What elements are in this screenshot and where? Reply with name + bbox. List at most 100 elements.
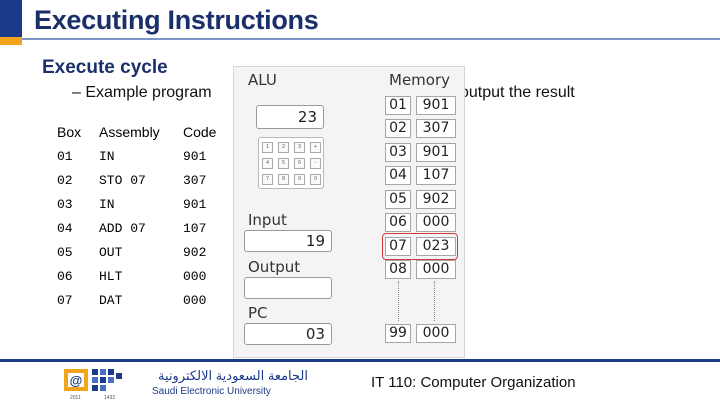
column-header-assembly: Assembly bbox=[99, 124, 160, 140]
memory-value[interactable]: 901 bbox=[416, 143, 456, 162]
memory-row: 07 023 bbox=[385, 237, 459, 256]
logo-year-gregorian: 2011 bbox=[70, 395, 81, 401]
cell-box: 06 bbox=[57, 268, 73, 284]
svg-text:@: @ bbox=[70, 373, 83, 388]
memory-label: Memory bbox=[389, 71, 451, 89]
output-display bbox=[244, 277, 332, 299]
pc-display: 03 bbox=[244, 323, 332, 345]
university-name-arabic: الجامعة السعودية الالكترونية bbox=[158, 368, 308, 383]
memory-address: 06 bbox=[385, 213, 411, 232]
footer-divider bbox=[0, 359, 720, 362]
table-row: 07 DAT 000 bbox=[57, 288, 233, 312]
university-name-english: Saudi Electronic University bbox=[152, 386, 271, 397]
table-row: 05 OUT 902 bbox=[57, 240, 233, 264]
keypad-key[interactable]: 2 bbox=[278, 142, 289, 153]
memory-address: 01 bbox=[385, 96, 411, 115]
cell-code: 307 bbox=[183, 172, 207, 188]
cell-assembly: IN bbox=[99, 196, 115, 212]
memory-ellipsis bbox=[398, 281, 399, 321]
slide-title: Executing Instructions bbox=[34, 5, 319, 35]
keypad-key[interactable]: 9 bbox=[294, 174, 305, 185]
cell-box: 04 bbox=[57, 220, 73, 236]
cell-box: 02 bbox=[57, 172, 73, 188]
section-subheading-right: output the result bbox=[460, 84, 575, 101]
cell-code: 901 bbox=[183, 196, 207, 212]
table-header-row: Box Assembly Code bbox=[57, 120, 233, 144]
memory-value[interactable]: 023 bbox=[416, 237, 456, 256]
cell-code: 902 bbox=[183, 244, 207, 260]
memory-address: 08 bbox=[385, 260, 411, 279]
memory-address: 02 bbox=[385, 119, 411, 138]
cell-code: 000 bbox=[183, 268, 207, 284]
memory-value[interactable]: 000 bbox=[416, 213, 456, 232]
keypad-key[interactable]: - bbox=[310, 158, 321, 169]
logo-year-hijri: 1432 bbox=[104, 395, 115, 401]
cell-assembly: ADD 07 bbox=[99, 220, 146, 236]
cell-code: 000 bbox=[183, 292, 207, 308]
table-row: 02 STO 07 307 bbox=[57, 168, 233, 192]
cell-assembly: STO 07 bbox=[99, 172, 146, 188]
alu-label: ALU bbox=[248, 71, 277, 89]
memory-value[interactable]: 000 bbox=[416, 324, 456, 343]
keypad: 1 2 3 + 4 5 6 - 7 8 9 0 bbox=[258, 137, 324, 189]
memory-row: 08 000 bbox=[385, 260, 459, 279]
memory-highlight-box bbox=[382, 233, 458, 260]
memory-value[interactable]: 901 bbox=[416, 96, 456, 115]
memory-ellipsis bbox=[434, 281, 435, 321]
keypad-key[interactable]: 6 bbox=[294, 158, 305, 169]
cell-assembly: OUT bbox=[99, 244, 123, 260]
memory-value[interactable]: 902 bbox=[416, 190, 456, 209]
memory-row: 99 000 bbox=[385, 324, 459, 343]
cell-box: 05 bbox=[57, 244, 73, 260]
cell-assembly: IN bbox=[99, 148, 115, 164]
course-title: IT 110: Computer Organization bbox=[371, 374, 576, 391]
cell-box: 03 bbox=[57, 196, 73, 212]
cell-code: 107 bbox=[183, 220, 207, 236]
title-accent-bar bbox=[0, 0, 22, 45]
cell-assembly: HLT bbox=[99, 268, 123, 284]
column-header-code: Code bbox=[183, 124, 217, 140]
cell-box: 01 bbox=[57, 148, 73, 164]
title-divider bbox=[22, 38, 720, 40]
keypad-key[interactable]: 0 bbox=[310, 174, 321, 185]
lmc-simulator-panel: ALU 23 1 2 3 + 4 5 6 - 7 8 9 0 Input 19 … bbox=[233, 66, 465, 358]
university-logo: @ 2011 1432 bbox=[64, 369, 122, 401]
output-label: Output bbox=[248, 258, 301, 276]
table-row: 04 ADD 07 107 bbox=[57, 216, 233, 240]
keypad-key[interactable]: 5 bbox=[278, 158, 289, 169]
keypad-key[interactable]: + bbox=[310, 142, 321, 153]
alu-display: 23 bbox=[256, 105, 324, 129]
memory-value[interactable]: 107 bbox=[416, 166, 456, 185]
keypad-key[interactable]: 8 bbox=[278, 174, 289, 185]
memory-address: 05 bbox=[385, 190, 411, 209]
memory-value[interactable]: 000 bbox=[416, 260, 456, 279]
cell-box: 07 bbox=[57, 292, 73, 308]
memory-address: 04 bbox=[385, 166, 411, 185]
memory-row: 01 901 bbox=[385, 96, 459, 115]
memory-row: 06 000 bbox=[385, 213, 459, 232]
memory-address: 07 bbox=[385, 237, 411, 256]
cell-assembly: DAT bbox=[99, 292, 123, 308]
section-subheading: – Example program bbox=[72, 84, 212, 101]
memory-address: 03 bbox=[385, 143, 411, 162]
table-row: 03 IN 901 bbox=[57, 192, 233, 216]
table-row: 06 HLT 000 bbox=[57, 264, 233, 288]
cell-code: 901 bbox=[183, 148, 207, 164]
memory-row: 02 307 bbox=[385, 119, 459, 138]
memory-row: 03 901 bbox=[385, 143, 459, 162]
keypad-key[interactable]: 3 bbox=[294, 142, 305, 153]
memory-value[interactable]: 307 bbox=[416, 119, 456, 138]
memory-row: 05 902 bbox=[385, 190, 459, 209]
memory-address: 99 bbox=[385, 324, 411, 343]
keypad-key[interactable]: 7 bbox=[262, 174, 273, 185]
section-heading: Execute cycle bbox=[42, 57, 168, 78]
keypad-key[interactable]: 1 bbox=[262, 142, 273, 153]
table-row: 01 IN 901 bbox=[57, 144, 233, 168]
keypad-key[interactable]: 4 bbox=[262, 158, 273, 169]
input-display[interactable]: 19 bbox=[244, 230, 332, 252]
pc-label: PC bbox=[248, 304, 268, 322]
input-label: Input bbox=[248, 211, 287, 229]
column-header-box: Box bbox=[57, 124, 82, 140]
memory-row: 04 107 bbox=[385, 166, 459, 185]
